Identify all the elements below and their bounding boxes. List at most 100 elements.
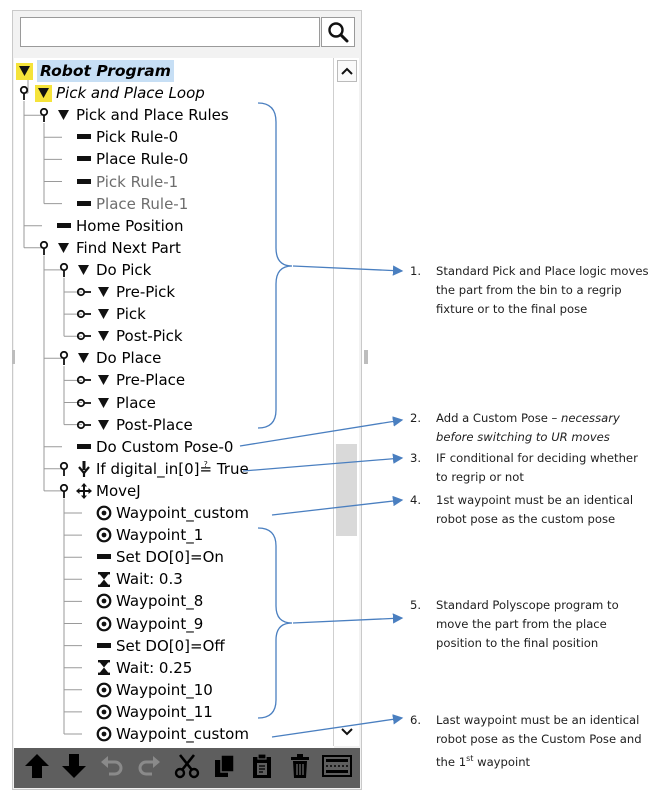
search-input[interactable] xyxy=(20,17,320,47)
tree-node-label: Place xyxy=(116,393,156,412)
node-dash-icon xyxy=(95,637,112,654)
annotation-text: Last waypoint must be an identical robot… xyxy=(436,711,650,772)
scroll-down-button[interactable] xyxy=(337,722,357,742)
tree-node-place-rule-0[interactable]: Place Rule-0 xyxy=(56,148,188,170)
tree-node-waypoint-9[interactable]: Waypoint_9 xyxy=(76,613,203,635)
triangle-down-icon[interactable] xyxy=(95,416,112,433)
program-toolbar xyxy=(14,748,360,788)
tree-node-movej[interactable]: MoveJ xyxy=(56,480,141,502)
tree-node-do-place[interactable]: Do Place xyxy=(56,347,161,369)
triangle-down-icon[interactable] xyxy=(95,306,112,323)
expand-toggle-icon[interactable] xyxy=(76,283,92,301)
tree-node-waypoint-11[interactable]: Waypoint_11 xyxy=(76,701,213,723)
annotation-text-part: st xyxy=(466,754,474,763)
expand-toggle-icon[interactable] xyxy=(56,261,72,279)
node-dash-icon xyxy=(75,438,92,455)
undo-icon xyxy=(99,753,125,783)
tree-spacer xyxy=(76,659,92,677)
scroll-up-button[interactable] xyxy=(337,60,357,82)
annotation-text-part: Last waypoint must be an identical robot… xyxy=(436,713,642,769)
expand-toggle-icon[interactable] xyxy=(76,394,92,412)
triangle-down-icon[interactable] xyxy=(35,84,52,102)
tree-node-pick-rule-1[interactable]: Pick Rule-1 xyxy=(56,171,178,193)
tree-node-label: Pick and Place Rules xyxy=(76,106,229,125)
move-up-button[interactable] xyxy=(22,753,52,783)
triangle-down-icon[interactable] xyxy=(75,261,92,278)
tree-spacer xyxy=(76,592,92,610)
tree-node-label: Set DO[0]=Off xyxy=(116,636,225,655)
tree-node-wait-0-25[interactable]: Wait: 0.25 xyxy=(76,657,192,679)
tree-node-pick-and-place-rules[interactable]: Pick and Place Rules xyxy=(36,104,229,126)
tree-node-waypoint-1[interactable]: Waypoint_1 xyxy=(76,524,203,546)
annotation-number: 1. xyxy=(410,264,422,278)
expand-toggle-icon[interactable] xyxy=(36,106,52,124)
tree-node-do-pick[interactable]: Do Pick xyxy=(56,259,151,281)
annotation-number: 4. xyxy=(410,493,422,507)
tree-node-label: Waypoint_8 xyxy=(116,592,204,611)
copy-button[interactable] xyxy=(210,753,240,783)
expand-toggle-icon[interactable] xyxy=(16,84,32,102)
tree-node-place-rule-1[interactable]: Place Rule-1 xyxy=(56,193,188,215)
annotation-1: 1.Standard Pick and Place logic moves th… xyxy=(410,262,650,319)
annotation-text: 1st waypoint must be an identical robot … xyxy=(436,491,650,529)
tree-scrollbar[interactable] xyxy=(333,58,359,746)
tree-node-pick-and-place-loop[interactable]: Pick and Place Loop xyxy=(16,82,205,104)
undo-button[interactable] xyxy=(97,753,127,783)
tree-node-label: Home Position xyxy=(76,216,184,235)
tree-node-label: Post-Place xyxy=(116,415,193,434)
tree-node-if-digital-in-0-true[interactable]: If digital_in[0]≟ True xyxy=(56,458,249,480)
delete-button[interactable] xyxy=(285,753,315,783)
redo-button[interactable] xyxy=(134,753,164,783)
move-down-button[interactable] xyxy=(59,753,89,783)
tree-node-set-do-0-off[interactable]: Set DO[0]=Off xyxy=(76,635,225,657)
tree-node-robot-program[interactable]: Robot Program xyxy=(16,60,174,82)
expand-toggle-icon[interactable] xyxy=(76,416,92,434)
tree-node-pre-place[interactable]: Pre-Place xyxy=(76,369,185,391)
tree-node-do-custom-pose-0[interactable]: Do Custom Pose-0 xyxy=(56,436,233,458)
tree-node-set-do-0-on[interactable]: Set DO[0]=On xyxy=(76,546,224,568)
expand-toggle-icon[interactable] xyxy=(76,371,92,389)
expand-toggle-icon[interactable] xyxy=(56,349,72,367)
tree-spacer xyxy=(56,150,72,168)
scroll-thumb[interactable] xyxy=(336,444,357,536)
tree-node-pick-rule-0[interactable]: Pick Rule-0 xyxy=(56,126,178,148)
tree-spacer xyxy=(76,703,92,721)
search-icon xyxy=(328,22,349,43)
panel-resize-handle-left[interactable] xyxy=(12,350,15,364)
waypoint-icon xyxy=(95,681,112,698)
tree-node-home-position[interactable]: Home Position xyxy=(36,215,183,237)
annotation-number: 6. xyxy=(410,713,422,727)
triangle-down-icon[interactable] xyxy=(95,284,112,301)
cut-button[interactable] xyxy=(172,753,202,783)
tree-node-waypoint-custom[interactable]: Waypoint_custom xyxy=(76,502,249,524)
tree-spacer xyxy=(56,195,72,213)
expand-toggle-icon[interactable] xyxy=(56,482,72,500)
triangle-down-icon[interactable] xyxy=(55,239,72,256)
triangle-down-icon[interactable] xyxy=(95,394,112,411)
triangle-down-icon[interactable] xyxy=(95,328,112,345)
expand-toggle-icon[interactable] xyxy=(56,460,72,478)
search-button[interactable] xyxy=(321,17,355,47)
panel-resize-handle[interactable] xyxy=(364,350,368,364)
tree-node-waypoint-8[interactable]: Waypoint_8 xyxy=(76,590,203,612)
suppress-button[interactable] xyxy=(322,753,353,783)
tree-node-pre-pick[interactable]: Pre-Pick xyxy=(76,281,175,303)
node-dash-icon xyxy=(95,549,112,566)
tree-node-post-pick[interactable]: Post-Pick xyxy=(76,325,183,347)
triangle-down-icon[interactable] xyxy=(75,350,92,367)
tree-node-wait-0-3[interactable]: Wait: 0.3 xyxy=(76,568,183,590)
tree-node-post-place[interactable]: Post-Place xyxy=(76,414,193,436)
paste-button[interactable] xyxy=(247,753,277,783)
tree-node-waypoint-custom[interactable]: Waypoint_custom xyxy=(76,723,249,745)
tree-node-pick[interactable]: Pick xyxy=(76,303,146,325)
expand-toggle-icon[interactable] xyxy=(36,239,52,257)
triangle-down-icon[interactable] xyxy=(16,62,33,80)
expand-toggle-icon[interactable] xyxy=(76,327,92,345)
tree-node-waypoint-10[interactable]: Waypoint_10 xyxy=(76,679,213,701)
expand-toggle-icon[interactable] xyxy=(76,305,92,323)
tree-node-place[interactable]: Place xyxy=(76,392,156,414)
triangle-down-icon[interactable] xyxy=(55,107,72,124)
annotation-text: Standard Polyscope program to move the p… xyxy=(436,596,650,653)
triangle-down-icon[interactable] xyxy=(95,372,112,389)
tree-node-find-next-part[interactable]: Find Next Part xyxy=(36,237,181,259)
